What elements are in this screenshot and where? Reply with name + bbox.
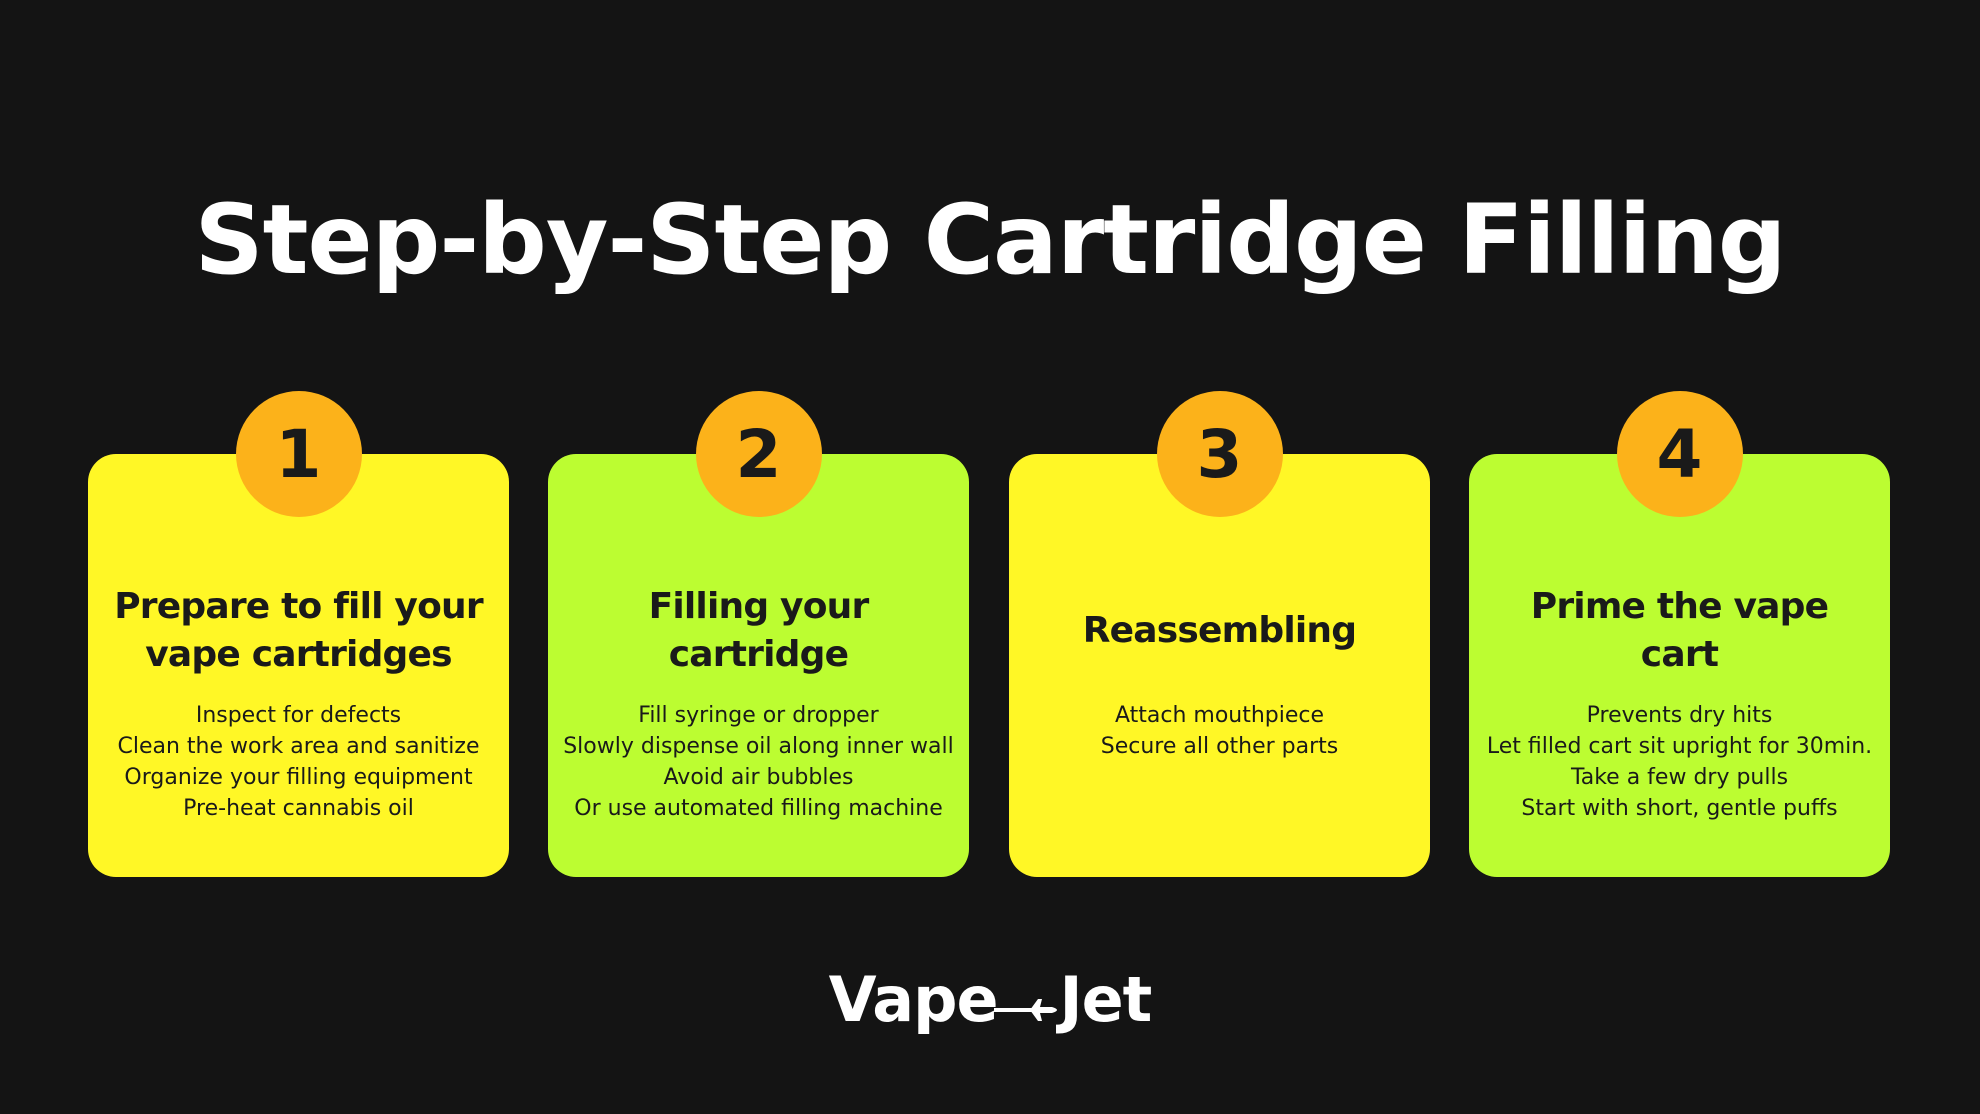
step-item: Secure all other parts <box>1100 734 1339 759</box>
logo-text-right: Jet <box>1059 963 1153 1036</box>
step-item: Organize your filling equipment <box>124 765 473 790</box>
step-card-1: 1 Prepare to fill your vape cartridges I… <box>88 391 509 877</box>
step-items: Inspect for defects Clean the work area … <box>94 700 503 824</box>
step-item: Attach mouthpiece <box>1114 703 1325 728</box>
step-item: Pre-heat cannabis oil <box>183 796 414 821</box>
step-title: Reassembling <box>1082 610 1357 651</box>
page-title: Step-by-Step Cartridge Filling <box>194 184 1786 296</box>
brand-logo: Vape Jet <box>0 960 1980 1044</box>
step-items: Fill syringe or dropper Slowly dispense … <box>554 700 963 824</box>
step-items: Prevents dry hits Let filled cart sit up… <box>1475 700 1884 824</box>
step-item: Take a few dry pulls <box>1570 765 1789 790</box>
step-item: Start with short, gentle puffs <box>1521 796 1838 821</box>
step-item: Slowly dispense oil along inner wall <box>563 734 954 759</box>
step-title: Filling your cartridge <box>648 586 870 675</box>
step-card-3: 3 Reassembling Attach mouthpiece Secure … <box>1009 391 1430 877</box>
step-item: Let filled cart sit upright for 30min. <box>1486 734 1873 759</box>
step-title: Prime the vape cart <box>1530 586 1829 675</box>
step-item: Avoid air bubbles <box>663 765 854 790</box>
logo-text-left: Vape <box>828 963 999 1036</box>
step-item: Inspect for defects <box>195 703 402 728</box>
step-number-badge: 1 <box>235 391 362 517</box>
step-title: Prepare to fill your vape cartridges <box>114 586 483 675</box>
step-item: Clean the work area and sanitize <box>117 734 480 759</box>
step-card-2: 2 Filling your cartridge Fill syringe or… <box>548 391 969 877</box>
airplane-icon <box>993 964 1064 1044</box>
step-number-badge: 4 <box>1616 391 1743 517</box>
step-number-badge: 3 <box>1156 391 1283 517</box>
step-number-badge: 2 <box>695 391 822 517</box>
step-card-4: 4 Prime the vape cart Prevents dry hits … <box>1469 391 1890 877</box>
step-item: Fill syringe or dropper <box>638 703 879 728</box>
step-item: Or use automated filling machine <box>574 796 943 821</box>
step-items: Attach mouthpiece Secure all other parts <box>1015 700 1424 762</box>
step-item: Prevents dry hits <box>1586 703 1773 728</box>
